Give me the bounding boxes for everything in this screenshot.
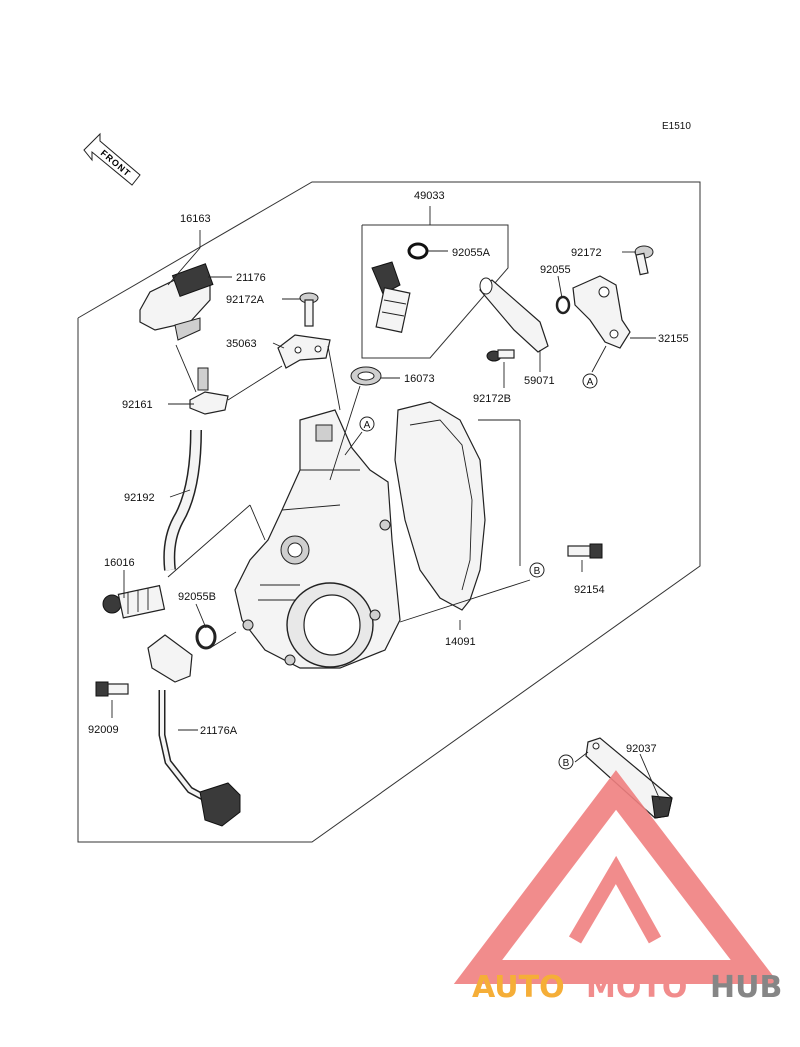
label-92055B: 92055B [178, 591, 216, 603]
diagram-code: E1510 [662, 121, 691, 132]
cover-14091-part [394, 401, 486, 611]
front-arrow-icon: FRONT [83, 132, 141, 186]
nipple-92161-part [189, 367, 229, 415]
label-16073: 16073 [404, 373, 435, 385]
injector-49033-part [371, 261, 411, 333]
air-screw-16016-part [102, 584, 166, 619]
label-92037: 92037 [626, 743, 657, 755]
hose-92192-inner [164, 429, 201, 571]
svg-text:A: A [587, 377, 594, 388]
sensor-21176A-part [147, 634, 241, 827]
label-49033: 49033 [414, 190, 445, 202]
label-16163: 16163 [180, 213, 211, 225]
label-21176A: 21176A [200, 725, 238, 737]
svg-text:A: A [364, 420, 371, 431]
label-92009: 92009 [88, 724, 119, 736]
pipe-59071-part [479, 277, 549, 353]
bracket-92037-part [585, 737, 673, 819]
label-21176: 21176 [236, 272, 266, 284]
logo-word-auto: AUTO [472, 970, 565, 1005]
logo-word-moto: MOTO [586, 970, 687, 1005]
bolt-92154-part [567, 543, 603, 559]
o-ring-92055-part [555, 295, 571, 315]
label-92172B: 92172B [473, 393, 511, 405]
seal-16073-part [350, 366, 382, 386]
o-ring-92055A-part [407, 242, 429, 260]
leader-lines [111, 206, 661, 801]
ref-mark-a-top: A [359, 416, 375, 432]
svg-text:B: B [563, 758, 570, 769]
o-ring-92055B-part [195, 624, 217, 650]
label-35063: 35063 [226, 338, 257, 350]
automotohub-logo: AUTO MOTO HUB [453, 770, 782, 1005]
label-59071: 59071 [524, 375, 555, 387]
label-92154: 92154 [574, 584, 605, 596]
label-92192: 92192 [124, 492, 155, 504]
holder-32155-part [572, 275, 631, 349]
ref-mark-a-right: A [582, 373, 598, 389]
label-16016: 16016 [104, 557, 135, 569]
logo-word-hub: HUB [710, 970, 782, 1005]
label-92055: 92055 [540, 264, 571, 276]
ref-mark-b-body: B [529, 562, 545, 578]
injector-group-frame [361, 224, 509, 359]
assembly-frame [77, 181, 701, 843]
label-92172A: 92172A [226, 294, 265, 306]
label-92055A: 92055A [452, 247, 491, 259]
label-92172: 92172 [571, 247, 602, 259]
label-92161: 92161 [122, 399, 153, 411]
screw-92172B-part [486, 349, 515, 362]
bracket-35063-part [277, 334, 331, 369]
sensor-16163-part [139, 263, 214, 341]
screw-92172A-part [299, 292, 319, 327]
bolt-92009-part [95, 681, 129, 697]
screw-92172-part [634, 245, 654, 276]
ref-mark-b-bracket: B [558, 754, 574, 770]
svg-text:B: B [534, 566, 541, 577]
label-14091: 14091 [445, 636, 476, 648]
throttle-body-part [234, 409, 401, 669]
front-label: FRONT [99, 148, 133, 179]
label-32155: 32155 [658, 333, 689, 345]
